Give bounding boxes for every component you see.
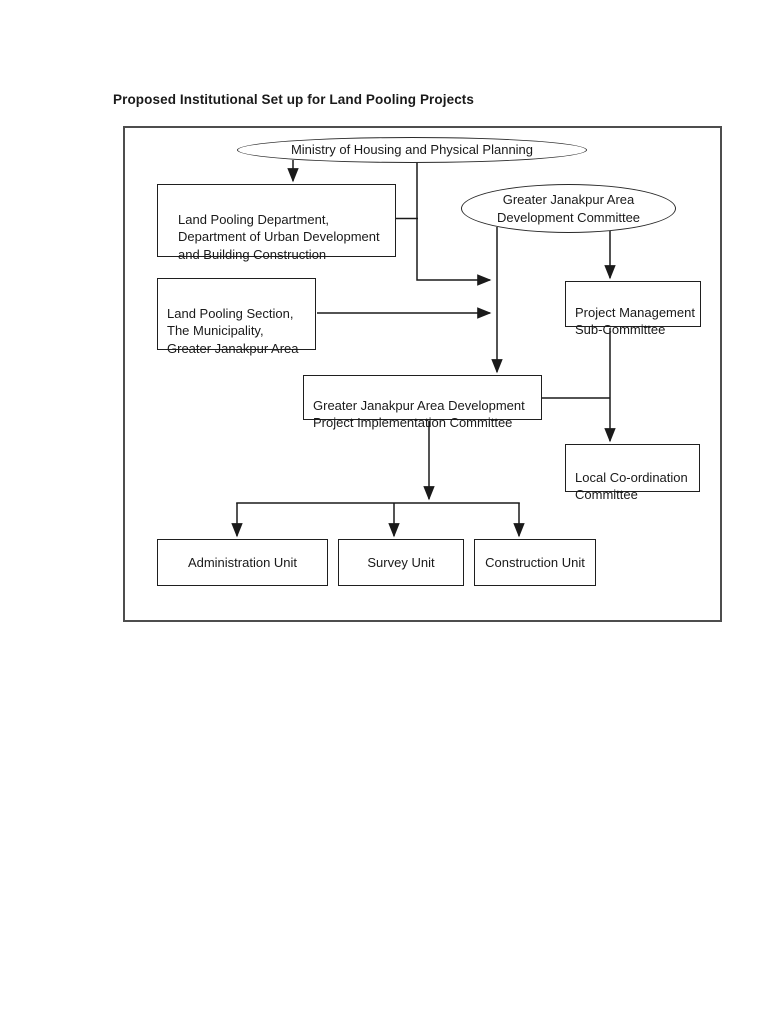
node-label: Local Co-ordination Committee — [575, 470, 688, 503]
node-local-coordination-committee: Local Co-ordination Committee — [565, 444, 700, 502]
node-project-management-sub-committee: Project Management Sub-Committee — [565, 281, 701, 337]
node-label: Administration Unit — [187, 554, 298, 570]
node-administration-unit: Administration Unit — [157, 539, 328, 586]
node-label: Project Management Sub-Committee — [575, 305, 695, 338]
node-label: Greater Janakpur Area Development Projec… — [313, 398, 525, 431]
node-label: Survey Unit — [367, 554, 435, 570]
node-survey-unit: Survey Unit — [338, 539, 464, 586]
node-label: Ministry of Housing and Physical Plannin… — [290, 142, 534, 158]
page-title: Proposed Institutional Set up for Land P… — [113, 92, 475, 107]
node-land-pooling-department: Land Pooling Department, Department of U… — [157, 184, 396, 262]
node-label: Greater Janakpur Area Development Commit… — [496, 192, 641, 225]
node-label: Land Pooling Section, The Municipality, … — [167, 306, 299, 356]
node-greater-janakpur-development-committee: Greater Janakpur Area Development Commit… — [461, 184, 676, 233]
node-land-pooling-section: Land Pooling Section, The Municipality, … — [157, 278, 316, 356]
node-ministry-of-housing: Ministry of Housing and Physical Plannin… — [237, 137, 587, 163]
node-construction-unit: Construction Unit — [474, 539, 596, 586]
node-label: Construction Unit — [485, 554, 585, 570]
diagram-frame — [123, 126, 722, 622]
node-project-implementation-committee: Greater Janakpur Area Development Projec… — [303, 375, 542, 430]
node-label: Land Pooling Department, Department of U… — [178, 212, 380, 262]
